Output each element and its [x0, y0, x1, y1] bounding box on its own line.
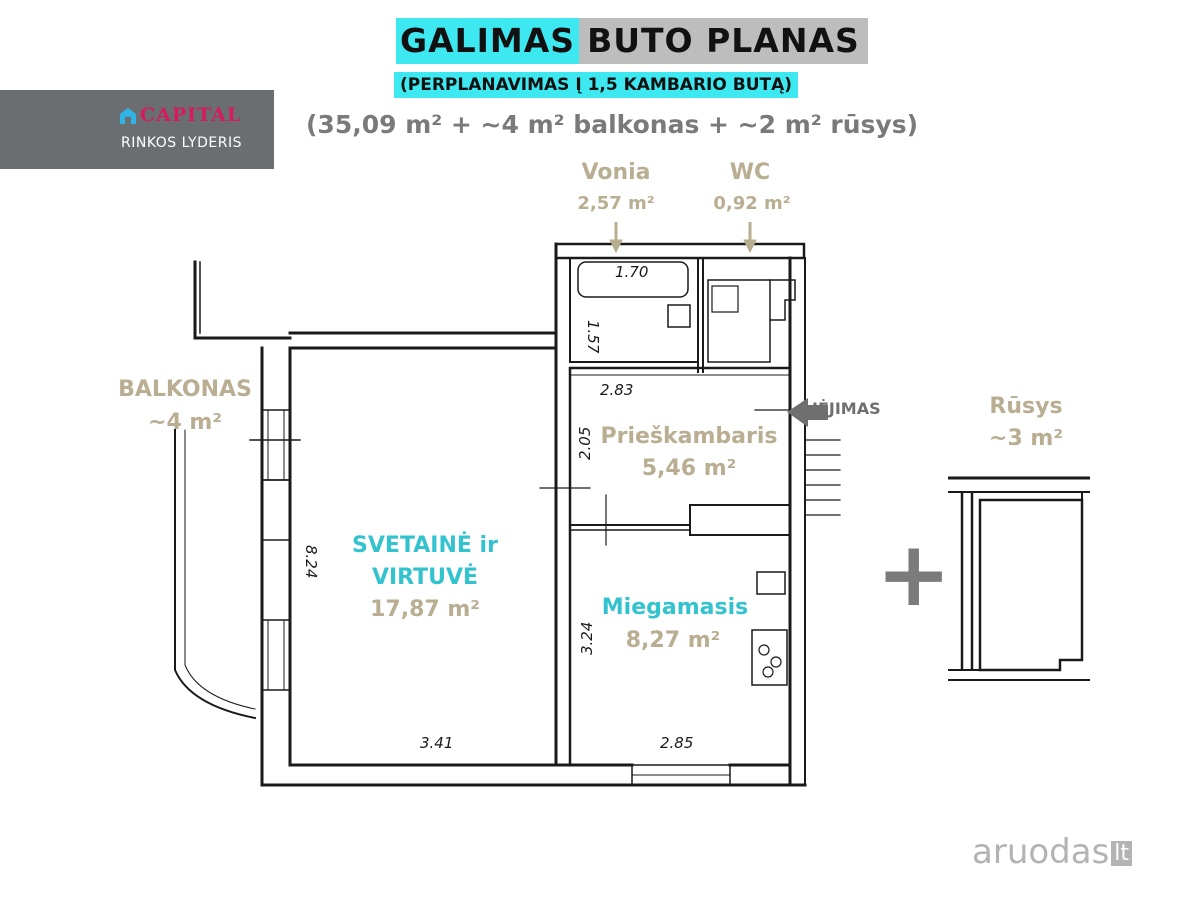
label-prieskambaris: Prieškambaris [600, 424, 778, 449]
area-wc: 0,92 m² [713, 193, 791, 214]
area-miegamasis: 8,27 m² [625, 628, 721, 653]
area-balkonas: ~4 m² [148, 410, 222, 435]
label-balkonas: BALKONAS [118, 377, 252, 402]
area-svetaine: 17,87 m² [370, 597, 480, 622]
house-icon [120, 108, 136, 124]
entrance-arrow-icon [787, 398, 828, 427]
dim-hall-top: 2.83 [600, 381, 633, 399]
entrance-label: ĮĖJIMAS [812, 399, 881, 418]
plus-sign: + [876, 522, 952, 627]
dim-bed-side: 3.24 [578, 622, 596, 655]
logo-tagline: RINKOS LYDERIS [121, 135, 242, 151]
area-rusys: ~3 m² [989, 426, 1063, 451]
label-vonia: Vonia [581, 160, 651, 185]
label-svetaine-line2: VIRTUVĖ [371, 565, 479, 590]
title-part-2: BUTO PLANAS [579, 18, 868, 64]
dim-living-side: 8.24 [302, 545, 320, 578]
watermark-text: aruodas [972, 832, 1110, 872]
label-svetaine-line1: SVETAINĖ ir [352, 533, 498, 558]
dim-living-bottom: 3.41 [420, 734, 453, 752]
dim-bed-bottom: 2.85 [660, 734, 693, 752]
label-rusys: Rūsys [989, 394, 1063, 419]
dim-hall-side: 2.05 [576, 427, 594, 460]
watermark-suffix: lt [1111, 841, 1133, 866]
area-summary: (35,09 m² + ~4 m² balkonas + ~2 m² rūsys… [306, 110, 919, 139]
title-part-1: GALIMAS [396, 18, 580, 64]
plan-title: GALIMAS BUTO PLANAS [396, 18, 868, 64]
dim-bath-top: 1.70 [615, 263, 648, 281]
logo-brand: CAPITAL [140, 104, 242, 126]
area-prieskambaris: 5,46 m² [641, 456, 737, 481]
area-vonia: 2,57 m² [577, 193, 655, 214]
label-wc: WC [729, 160, 771, 185]
dim-bath-side: 1.57 [584, 320, 602, 354]
capital-logo: CAPITAL RINKOS LYDERIS [0, 90, 274, 169]
plan-subtitle: (PERPLANAVIMAS Į 1,5 KAMBARIO BUTĄ) [394, 72, 799, 98]
label-miegamasis: Miegamasis [601, 595, 749, 620]
